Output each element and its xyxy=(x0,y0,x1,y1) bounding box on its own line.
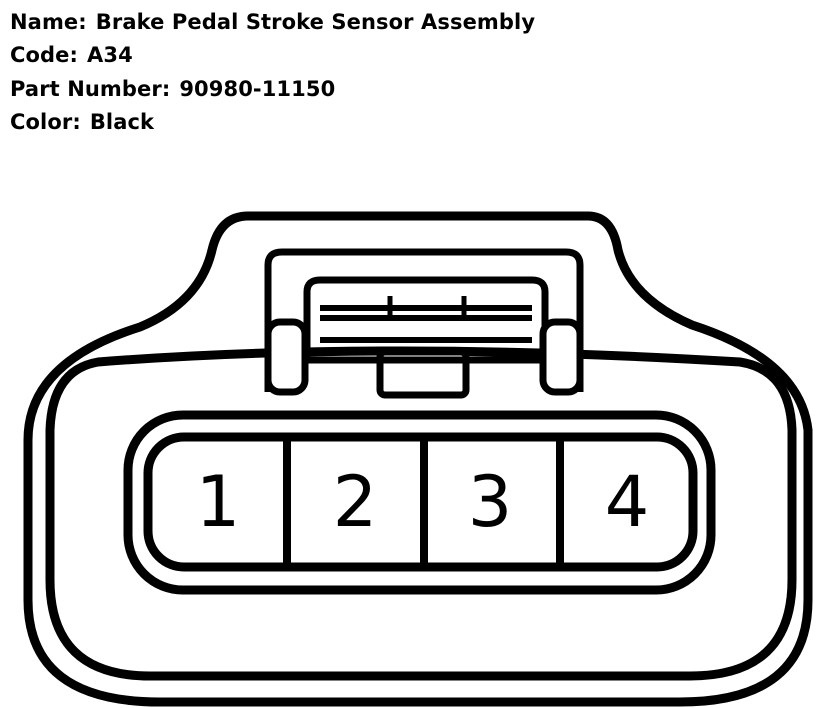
code-label: Code: xyxy=(10,43,79,68)
pin-4-label: 4 xyxy=(605,461,650,543)
name-label: Name: xyxy=(10,10,87,34)
left-latch-post xyxy=(264,318,309,396)
lock-tab-frame xyxy=(264,248,584,392)
code-row: Code: A34 xyxy=(10,39,535,72)
color-row: Color: Black xyxy=(10,106,535,139)
part-number-label: Part Number: xyxy=(10,76,171,101)
code-value: A34 xyxy=(87,43,133,68)
name-row: Name: Brake Pedal Stroke Sensor Assembly xyxy=(10,6,535,39)
pin-3-label: 3 xyxy=(468,461,513,543)
connector-info-block: Name:Brake Pedal Stroke Sensor Assembly … xyxy=(10,6,535,139)
right-latch-post xyxy=(539,318,584,396)
housing-outer-outline xyxy=(23,211,813,707)
lock-tab-inner-frame xyxy=(303,276,549,357)
name-value: Brake Pedal Stroke Sensor Assembly xyxy=(95,10,536,34)
part-number-value: 90980-11150 xyxy=(179,76,336,101)
color-label: Color: xyxy=(10,109,81,134)
part-number-row: Part Number: 90980-11150 xyxy=(10,73,535,106)
color-value: Black xyxy=(89,109,155,134)
pin-1-label: 1 xyxy=(196,461,241,543)
pin-2-label: 2 xyxy=(333,461,378,543)
pin-cavity-outer xyxy=(123,410,716,595)
